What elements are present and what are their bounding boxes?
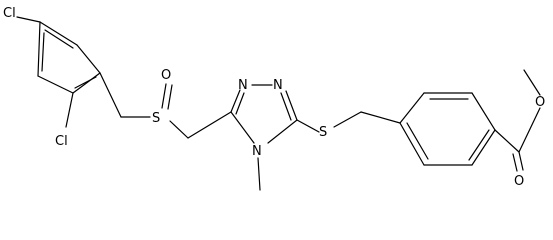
atom-labels: Cl Cl O S N N N S O O: [3, 6, 545, 189]
dichlorophenyl-ring-bonds: [16, 16, 151, 128]
triazole-nitrogen-2: N: [273, 78, 283, 93]
sulfinyl-sulfur: S: [152, 111, 160, 126]
sulfinyl-triazole-bonds: [161, 83, 401, 191]
benzoate-bonds: [399, 69, 541, 172]
molecule-structure-diagram: Cl Cl O S N N N S O O: [3, 6, 545, 191]
sulfinyl-oxygen: O: [161, 68, 171, 83]
thioether-sulfur: S: [319, 125, 327, 140]
ester-oxygen-single: O: [535, 95, 545, 110]
chlorine-atom-bottom: Cl: [55, 134, 68, 149]
triazole-nitrogen-4: N: [252, 144, 262, 159]
triazole-nitrogen-1: N: [238, 78, 248, 93]
chlorine-atom-top: Cl: [3, 6, 16, 21]
ester-oxygen-double: O: [514, 174, 524, 189]
